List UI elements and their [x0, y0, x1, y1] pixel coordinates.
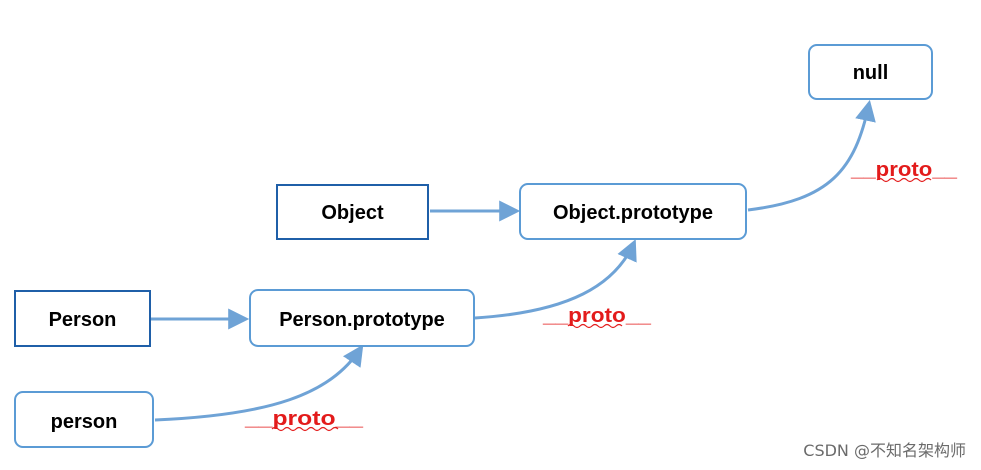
node-object-prototype-label: Object.prototype — [553, 202, 713, 224]
proto-label-person-prototype-text: __proto__ — [542, 305, 652, 327]
node-person-instance: person — [14, 391, 154, 448]
edge-person-instance-proto — [154, 344, 364, 422]
edge-person-prototype-proto — [474, 239, 637, 320]
node-object-prototype: Object.prototype — [519, 183, 747, 240]
proto-label-person-instance-text: __proto__ — [244, 408, 364, 430]
node-object: Object — [276, 184, 429, 240]
node-person-prototype: Person.prototype — [249, 289, 475, 347]
edges — [151, 99, 876, 422]
node-person-prototype-label: Person.prototype — [279, 309, 445, 331]
proto-squiggle-person-prototype — [567, 323, 623, 329]
proto-label-object-prototype-text: __proto__ — [850, 159, 958, 181]
node-person-instance-box — [14, 391, 154, 448]
csdn-watermark: CSDN @不知名架构师 — [803, 441, 966, 460]
proto-label-object-prototype: __proto__ — [850, 159, 958, 183]
node-null-box — [808, 44, 933, 100]
proto-label-person-instance: __proto__ — [244, 408, 364, 432]
node-object-prototype-box — [519, 183, 747, 240]
node-null-label: null — [853, 62, 889, 84]
node-null: null — [808, 44, 933, 100]
node-person-prototype-box — [249, 289, 475, 347]
node-person-ctor: Person — [14, 290, 151, 347]
node-object-box — [276, 184, 429, 240]
proto-squiggle-object-prototype — [876, 177, 932, 183]
node-person-instance-label: person — [51, 411, 118, 433]
proto-label-person-prototype: __proto__ — [542, 305, 652, 329]
node-object-label: Object — [321, 202, 384, 224]
node-person-ctor-label: Person — [49, 309, 117, 331]
node-person-ctor-box — [14, 290, 151, 347]
proto-squiggle-person-instance — [271, 426, 339, 432]
edge-object-prototype-proto — [747, 99, 876, 212]
